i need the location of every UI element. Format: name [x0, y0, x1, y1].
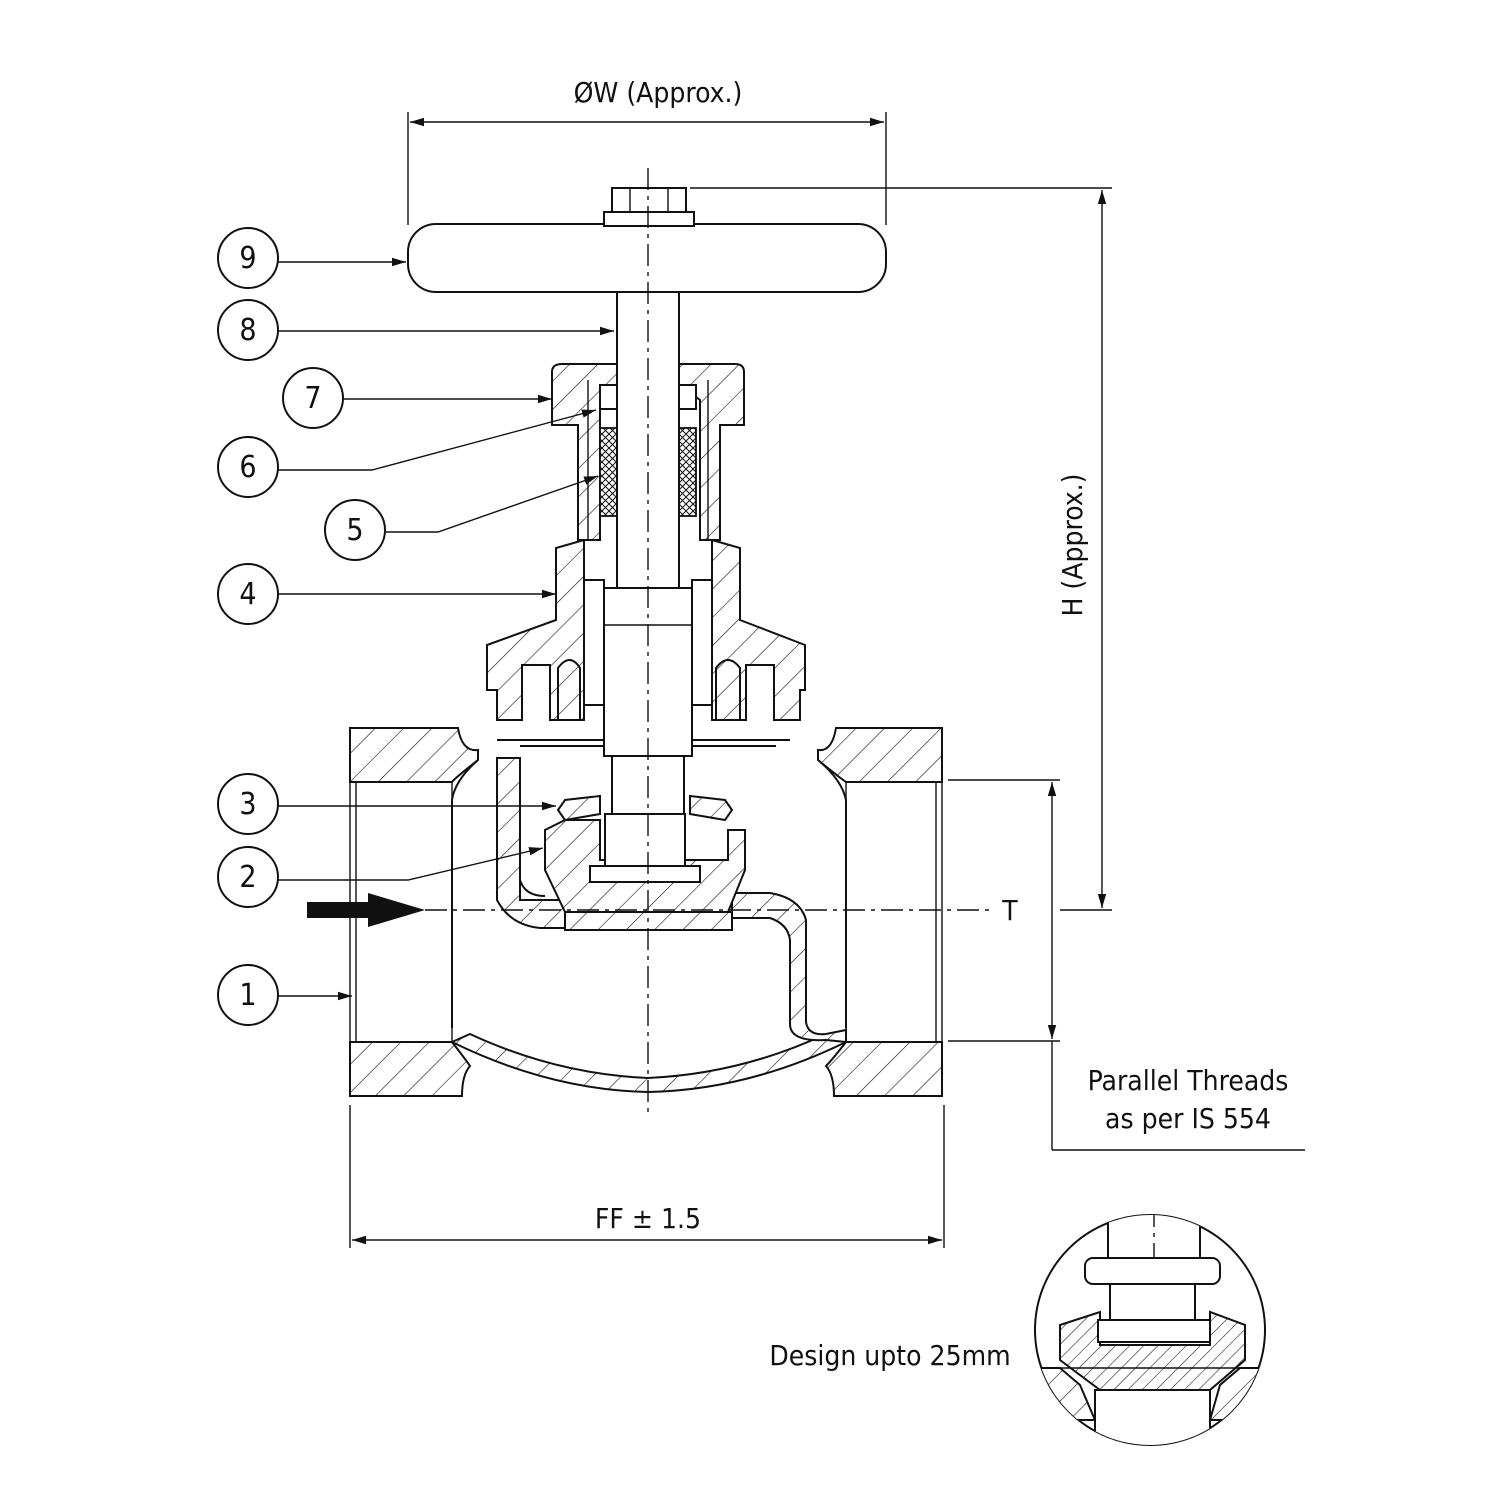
callout-2: 2	[217, 846, 544, 908]
svg-text:8: 8	[239, 313, 256, 348]
thread-size-label: T	[1001, 894, 1018, 927]
callout-8: 8	[217, 299, 614, 361]
dimension-height: H (Approx.)	[690, 187, 1112, 911]
face-to-face-label: FF ± 1.5	[595, 1202, 701, 1235]
bonnet	[486, 538, 806, 721]
svg-text:7: 7	[304, 381, 321, 416]
threads-note-line1: Parallel Threads	[1088, 1064, 1289, 1097]
svg-text:2: 2	[239, 860, 256, 895]
svg-text:9: 9	[239, 241, 256, 276]
part-callouts: 9 8 7 6 5 4	[217, 227, 614, 1026]
seat-disc-assembly	[544, 794, 746, 931]
svg-text:5: 5	[346, 513, 363, 548]
callout-9: 9	[217, 227, 406, 289]
svg-text:3: 3	[239, 787, 256, 822]
callout-4: 4	[217, 563, 556, 625]
height-label: H (Approx.)	[1056, 473, 1089, 616]
flow-direction-arrow	[307, 893, 425, 927]
detail-caption: Design upto 25mm	[769, 1339, 1010, 1372]
dimension-face-to-face: FF ± 1.5	[349, 1105, 945, 1248]
callout-6: 6	[217, 409, 597, 498]
svg-text:4: 4	[239, 577, 256, 612]
threads-note-line2: as per IS 554	[1105, 1102, 1271, 1135]
diameter-label: ØW (Approx.)	[574, 76, 743, 109]
handwheel	[407, 187, 887, 293]
dimension-handwheel-diameter: ØW (Approx.)	[407, 76, 887, 225]
svg-text:1: 1	[239, 978, 256, 1013]
detail-view-upto-25mm	[1034, 1214, 1266, 1446]
callout-1: 1	[217, 964, 352, 1026]
callout-7: 7	[282, 367, 552, 429]
dimension-thread-size: T	[948, 779, 1305, 1151]
svg-text:6: 6	[239, 450, 256, 485]
callout-5: 5	[324, 475, 599, 561]
callout-3: 3	[217, 773, 556, 835]
